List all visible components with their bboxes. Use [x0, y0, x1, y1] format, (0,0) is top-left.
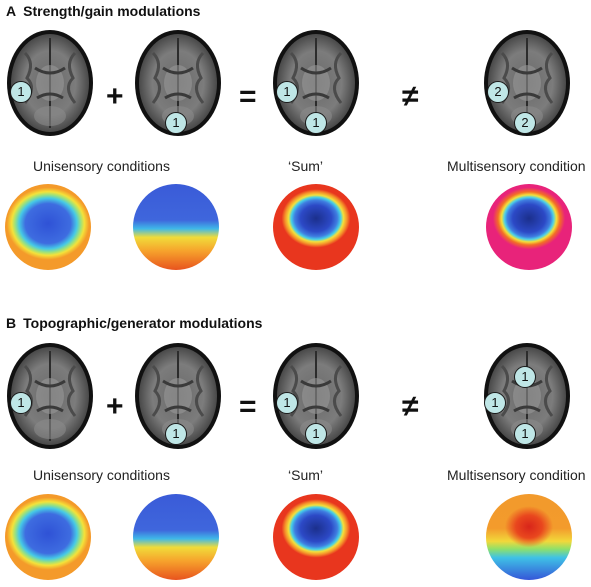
plus-operator: +	[106, 390, 124, 423]
source-marker: 2	[514, 112, 536, 134]
topo-map	[133, 184, 219, 270]
panel-a-letter: A	[6, 3, 17, 19]
caption-unisensory: Unisensory conditions	[33, 467, 170, 483]
topo-map	[5, 494, 91, 580]
source-marker: 1	[10, 392, 32, 414]
caption-unisensory: Unisensory conditions	[33, 158, 170, 174]
topo-map	[273, 184, 359, 270]
plus-operator: +	[106, 80, 124, 113]
source-marker: 1	[305, 423, 327, 445]
caption-sum: ‘Sum’	[288, 158, 324, 174]
not-equal-operator: ≠	[402, 390, 419, 423]
caption-multisensory: Multisensory condition	[447, 158, 586, 174]
panel-b-letter: B	[6, 315, 17, 331]
source-marker: 1	[276, 81, 298, 103]
panel-a-title: A Strength/gain modulations	[6, 3, 200, 19]
topo-map	[486, 184, 572, 270]
source-marker: 2	[487, 81, 509, 103]
topo-map	[5, 184, 91, 270]
panel-a-title-text: Strength/gain modulations	[23, 3, 201, 19]
panel-b-title-text: Topographic/generator modulations	[23, 315, 263, 331]
source-marker: 1	[165, 423, 187, 445]
topo-map	[133, 494, 219, 580]
caption-sum: ‘Sum’	[288, 467, 324, 483]
source-marker: 1	[484, 392, 506, 414]
equals-operator: =	[239, 390, 257, 423]
source-marker: 1	[514, 423, 536, 445]
topo-map	[273, 494, 359, 580]
caption-multisensory: Multisensory condition	[447, 467, 586, 483]
source-marker: 1	[10, 81, 32, 103]
source-marker: 1	[514, 366, 536, 388]
equals-operator: =	[239, 80, 257, 113]
source-marker: 1	[305, 112, 327, 134]
panel-b-title: B Topographic/generator modulations	[6, 315, 262, 331]
source-marker: 1	[165, 112, 187, 134]
topo-map	[486, 494, 572, 580]
source-marker: 1	[276, 392, 298, 414]
not-equal-operator: ≠	[402, 80, 419, 113]
